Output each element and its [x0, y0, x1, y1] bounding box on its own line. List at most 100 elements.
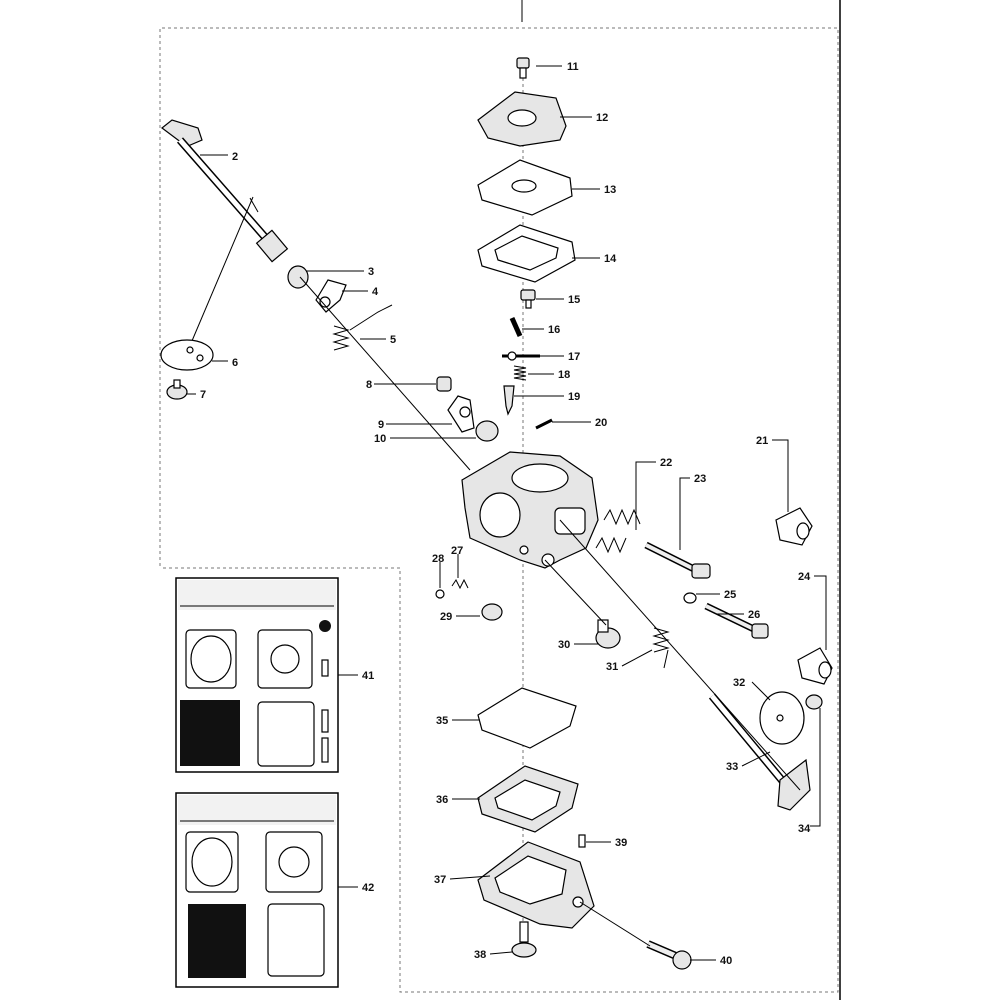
- callout-31: 31: [606, 649, 653, 673]
- screw-38: [511, 921, 537, 958]
- part-number-label: 26: [748, 609, 760, 621]
- callout-4: 4: [342, 286, 379, 298]
- part-number-label: 39: [615, 837, 627, 849]
- callout-36: 36: [436, 794, 480, 806]
- callout-7: 7: [187, 389, 206, 401]
- part-number-label: 15: [568, 294, 580, 306]
- part-number-label: 23: [694, 473, 706, 485]
- callout-22: 22: [635, 457, 672, 530]
- part-number-label: 33: [726, 761, 738, 773]
- callout-26: 26: [716, 609, 760, 621]
- bracket-9: [447, 395, 475, 433]
- part-number-label: 34: [798, 823, 811, 835]
- callout-10: 10: [374, 433, 476, 445]
- callout-38: 38: [474, 949, 513, 961]
- spring-22: [603, 508, 641, 526]
- callout-32: 32: [733, 677, 771, 701]
- part-number-label: 3: [368, 266, 374, 278]
- part-number-label: 6: [232, 357, 238, 369]
- callout-8: 8: [366, 379, 436, 391]
- part-number-label: 14: [604, 253, 617, 265]
- screw-7: [166, 379, 188, 400]
- part-number-label: 4: [372, 286, 379, 298]
- leader-line: [635, 461, 656, 530]
- part-number-label: 32: [733, 677, 745, 689]
- part-number-label: 21: [756, 435, 768, 447]
- screw-34: [805, 694, 823, 710]
- screen-29: [481, 603, 503, 621]
- part-number-label: 30: [558, 639, 570, 651]
- callout-29: 29: [440, 611, 480, 623]
- callout-24: 24: [798, 571, 827, 650]
- part-number-label: 11: [567, 61, 579, 73]
- part-number-label: 38: [474, 949, 486, 961]
- callout-3: 3: [306, 266, 374, 278]
- leader-line: [751, 681, 771, 701]
- spring-22b: [595, 536, 627, 554]
- pump-cover-12: [477, 91, 567, 147]
- part-number-label: 40: [720, 955, 732, 967]
- callout-34: 34: [798, 708, 821, 835]
- part-number-label: 16: [548, 324, 560, 336]
- part-number-label: 28: [432, 553, 444, 565]
- part-number-label: 20: [595, 417, 607, 429]
- screw-40: [646, 940, 692, 970]
- callout-16: 16: [522, 324, 560, 336]
- callout-2: 2: [200, 151, 238, 163]
- leader-line: [621, 649, 653, 667]
- part-number-label: 10: [374, 433, 386, 445]
- callout-35: 35: [436, 715, 480, 727]
- part-number-label: 24: [798, 571, 811, 583]
- callout-28: 28: [432, 553, 444, 588]
- part-number-label: 8: [366, 379, 372, 391]
- spring-18: [513, 365, 527, 381]
- part-number-label: 2: [232, 151, 238, 163]
- leader-line: [810, 708, 821, 827]
- pin-39: [578, 834, 586, 848]
- callout-27: 27: [451, 545, 463, 578]
- part-number-label: 29: [440, 611, 452, 623]
- callout-11: 11: [536, 61, 579, 73]
- callout-37: 37: [434, 874, 491, 886]
- washer-25: [683, 592, 697, 604]
- gasket-36: [477, 765, 579, 833]
- part-number-label: 31: [606, 661, 618, 673]
- leader-line: [679, 477, 690, 550]
- adjusting-screw-23: [644, 541, 711, 579]
- part-number-label: 36: [436, 794, 448, 806]
- part-number-label: 9: [378, 419, 384, 431]
- callout-19: 19: [514, 391, 580, 403]
- callout-18: 18: [528, 369, 570, 381]
- needle-valve-19: [503, 385, 515, 416]
- callout-39: 39: [586, 837, 627, 849]
- callout-33: 33: [726, 751, 771, 773]
- callout-42: 42: [338, 882, 374, 894]
- callout-17: 17: [540, 351, 580, 363]
- throttle-plate-6: [160, 339, 214, 371]
- leader-line: [741, 751, 771, 767]
- callout-6: 6: [212, 357, 238, 369]
- callout-5: 5: [360, 334, 396, 346]
- gasket-14: [477, 224, 576, 283]
- callout-41: 41: [338, 670, 374, 682]
- pin-16: [509, 316, 523, 338]
- callout-20: 20: [552, 417, 607, 429]
- screw-15: [520, 289, 536, 309]
- spring-27: [451, 578, 469, 590]
- callout-21: 21: [756, 435, 789, 512]
- callout-23: 23: [679, 473, 706, 550]
- metering-diaphragm-35: [477, 687, 577, 749]
- pin-20: [535, 418, 553, 430]
- part-number-label: 35: [436, 715, 448, 727]
- carburetor-body: [461, 451, 599, 569]
- part-number-label: 22: [660, 457, 672, 469]
- cover-37: [477, 841, 595, 929]
- bushing-3: [287, 265, 309, 289]
- pump-diaphragm-13: [477, 159, 573, 216]
- lever-4: [315, 279, 347, 313]
- lever-17: [502, 351, 540, 361]
- part-number-label: 5: [390, 334, 396, 346]
- part-callouts: 1112131423456715161718198910202122232425…: [187, 61, 827, 967]
- leader-line: [449, 875, 491, 880]
